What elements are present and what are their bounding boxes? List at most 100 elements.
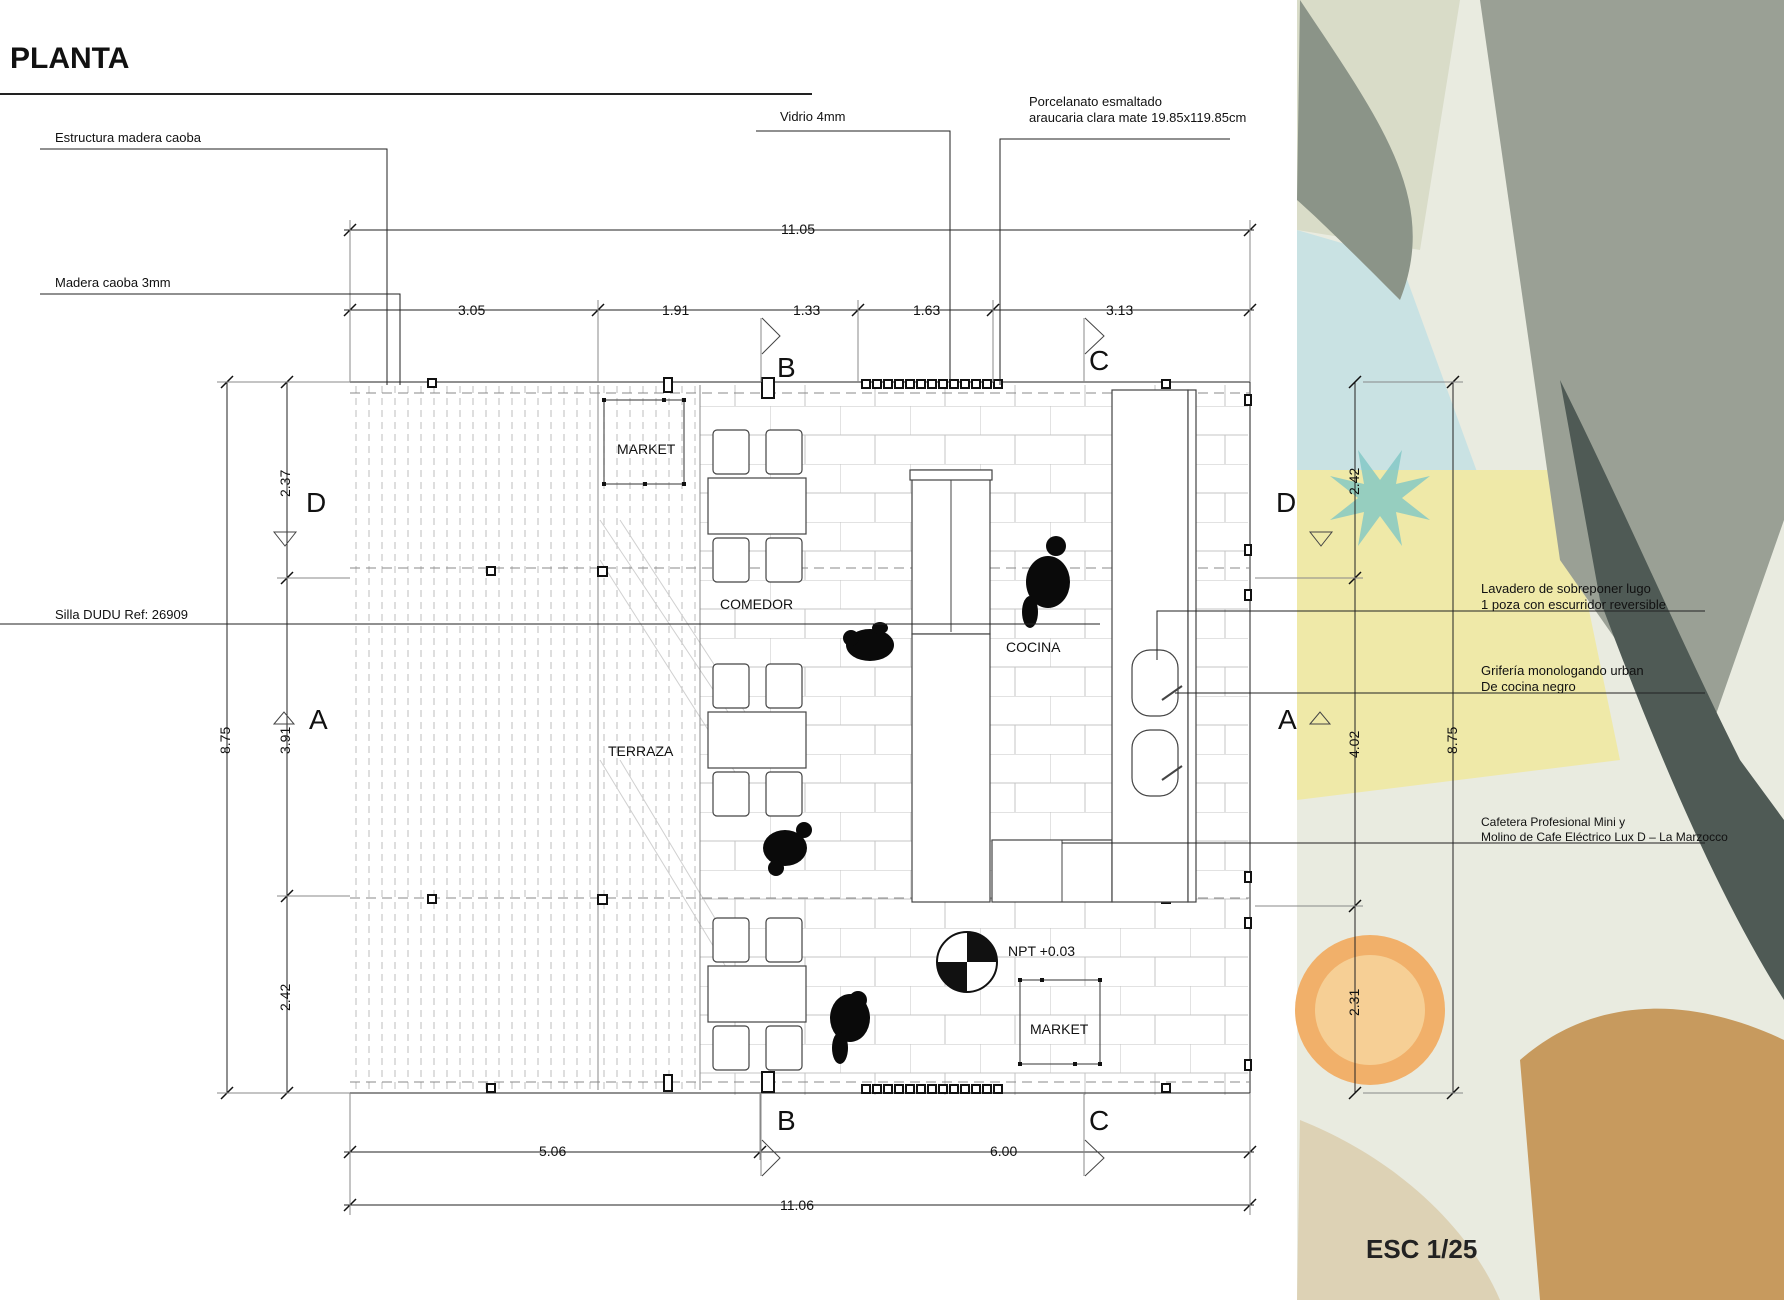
section-arrow-icon — [761, 317, 781, 355]
glass-mullion — [993, 379, 1003, 389]
note-estructura: Estructura madera caoba — [55, 130, 202, 145]
glass-mullion — [861, 379, 871, 389]
market-stand-top: MARKET — [602, 398, 686, 486]
dim-left-3: 2.42 — [277, 984, 293, 1011]
glass-mullion — [916, 379, 926, 389]
terrace-deck-hatch — [355, 386, 696, 1090]
section-b-bottom: B — [777, 1105, 796, 1136]
dim-right-3: 2.31 — [1346, 989, 1362, 1016]
glass-mullion — [982, 1084, 992, 1094]
section-d-left: D — [306, 487, 326, 518]
note-griferia-2: De cocina negro — [1481, 679, 1576, 694]
note-lavadero-1: Lavadero de sobreponer lugo — [1481, 581, 1651, 596]
annotation-notes: Estructura madera caoba Madera caoba 3mm… — [55, 94, 1728, 844]
market-bottom-label: MARKET — [1030, 1021, 1089, 1037]
note-porcelanato-1: Porcelanato esmaltado — [1029, 94, 1162, 109]
dim-bottom-1: 5.06 — [539, 1143, 566, 1159]
note-porcelanato-2: araucaria clara mate 19.85x119.85cm — [1029, 110, 1246, 125]
section-arrow-icon — [272, 711, 296, 725]
section-c-top: C — [1089, 345, 1109, 376]
comedor-label: COMEDOR — [720, 596, 793, 612]
leaf-shape — [1520, 1008, 1784, 1300]
person-icon — [830, 991, 870, 1064]
glass-mullion — [938, 379, 948, 389]
dim-right-total: 8.75 — [1444, 727, 1460, 754]
section-arrow-icon — [761, 1139, 781, 1177]
structural-posts — [427, 377, 1252, 1094]
section-a-right: A — [1278, 704, 1297, 735]
dining-furniture — [707, 429, 807, 1071]
section-a-left: A — [309, 704, 328, 735]
dimension-labels: 11.05 3.05 1.91 1.33 1.63 3.13 5.06 6.00… — [217, 221, 1460, 1213]
page-title: PLANTA — [10, 42, 129, 75]
glass-mullion — [894, 379, 904, 389]
glass-mullion — [861, 1084, 871, 1094]
section-arrow-icon — [1084, 1139, 1105, 1177]
glass-mullion — [938, 1084, 948, 1094]
glass-mullion — [960, 379, 970, 389]
dim-bottom-total: 11.06 — [780, 1197, 814, 1213]
note-vidrio: Vidrio 4mm — [780, 109, 846, 124]
glass-mullion — [982, 379, 992, 389]
dim-left-2: 3.91 — [277, 727, 293, 754]
people-silhouettes — [763, 536, 1070, 1064]
dim-left-1: 2.37 — [277, 470, 293, 497]
glass-mullion — [960, 1084, 970, 1094]
dim-bottom-2: 6.00 — [990, 1143, 1017, 1159]
dimension-tick — [1348, 1086, 1362, 1100]
glass-mullion — [927, 379, 937, 389]
market-stand-bottom: MARKET — [1018, 978, 1102, 1066]
dim-left-total: 8.75 — [217, 727, 233, 754]
person-icon — [763, 822, 812, 876]
decorative-illustration-panel — [1295, 0, 1784, 1300]
dim-top-5: 3.13 — [1106, 302, 1133, 318]
glass-mullion — [949, 379, 959, 389]
section-d-right: D — [1276, 487, 1296, 518]
building-outline — [350, 381, 1251, 1094]
dimension-lines — [217, 220, 1463, 1215]
person-icon — [1022, 536, 1070, 628]
glass-mullion — [872, 379, 882, 389]
section-arrow-icon — [1084, 317, 1105, 355]
dimension-tick — [1348, 375, 1362, 389]
note-cafetera-1: Cafetera Profesional Mini y — [1481, 815, 1625, 829]
dim-top-1: 3.05 — [458, 302, 485, 318]
note-silla: Silla DUDU Ref: 26909 — [55, 607, 188, 622]
dim-right-2: 4.02 — [1346, 731, 1362, 758]
leader-lines — [0, 130, 1705, 844]
dim-top-2: 1.91 — [662, 302, 689, 318]
glass-mullion — [949, 1084, 959, 1094]
section-b-top: B — [777, 352, 796, 383]
npt-level-label: NPT +0.03 — [1008, 943, 1075, 959]
dim-top-total: 11.05 — [781, 221, 815, 237]
star-ornament-shape — [1330, 450, 1430, 546]
section-c-bottom: C — [1089, 1105, 1109, 1136]
level-marker-icon: NPT +0.03 — [936, 931, 1075, 993]
note-cafetera-2: Molino de Cafe Eléctrico Lux D – La Marz… — [1481, 830, 1728, 844]
dim-right-1: 2.42 — [1346, 468, 1362, 495]
note-lavadero-2: 1 poza con escurridor reversible — [1481, 597, 1666, 612]
section-arrow-icon — [1308, 531, 1334, 547]
dim-top-4: 1.63 — [913, 302, 940, 318]
market-top-label: MARKET — [617, 441, 676, 457]
section-markers: A A D D B C B C — [272, 317, 1334, 1177]
note-griferia-1: Grifería monologando urban — [1481, 663, 1644, 678]
glass-mullion — [872, 1084, 882, 1094]
glass-mullion — [905, 1084, 915, 1094]
bird-wing-shape — [1560, 380, 1784, 1000]
scale-label: ESC 1/25 — [1366, 1234, 1477, 1264]
glass-mullion — [993, 1084, 1003, 1094]
bird-head-shape — [1297, 0, 1413, 300]
cocina-label: COCINA — [1006, 639, 1061, 655]
sink-basin — [1131, 649, 1179, 717]
note-madera: Madera caoba 3mm — [55, 275, 171, 290]
glass-mullion — [971, 1084, 981, 1094]
glass-mullion — [971, 379, 981, 389]
terraza-label: TERRAZA — [608, 743, 674, 759]
glass-mullion — [883, 1084, 893, 1094]
glass-mullion — [883, 379, 893, 389]
section-arrow-icon — [272, 531, 298, 547]
dim-top-3: 1.33 — [793, 302, 820, 318]
